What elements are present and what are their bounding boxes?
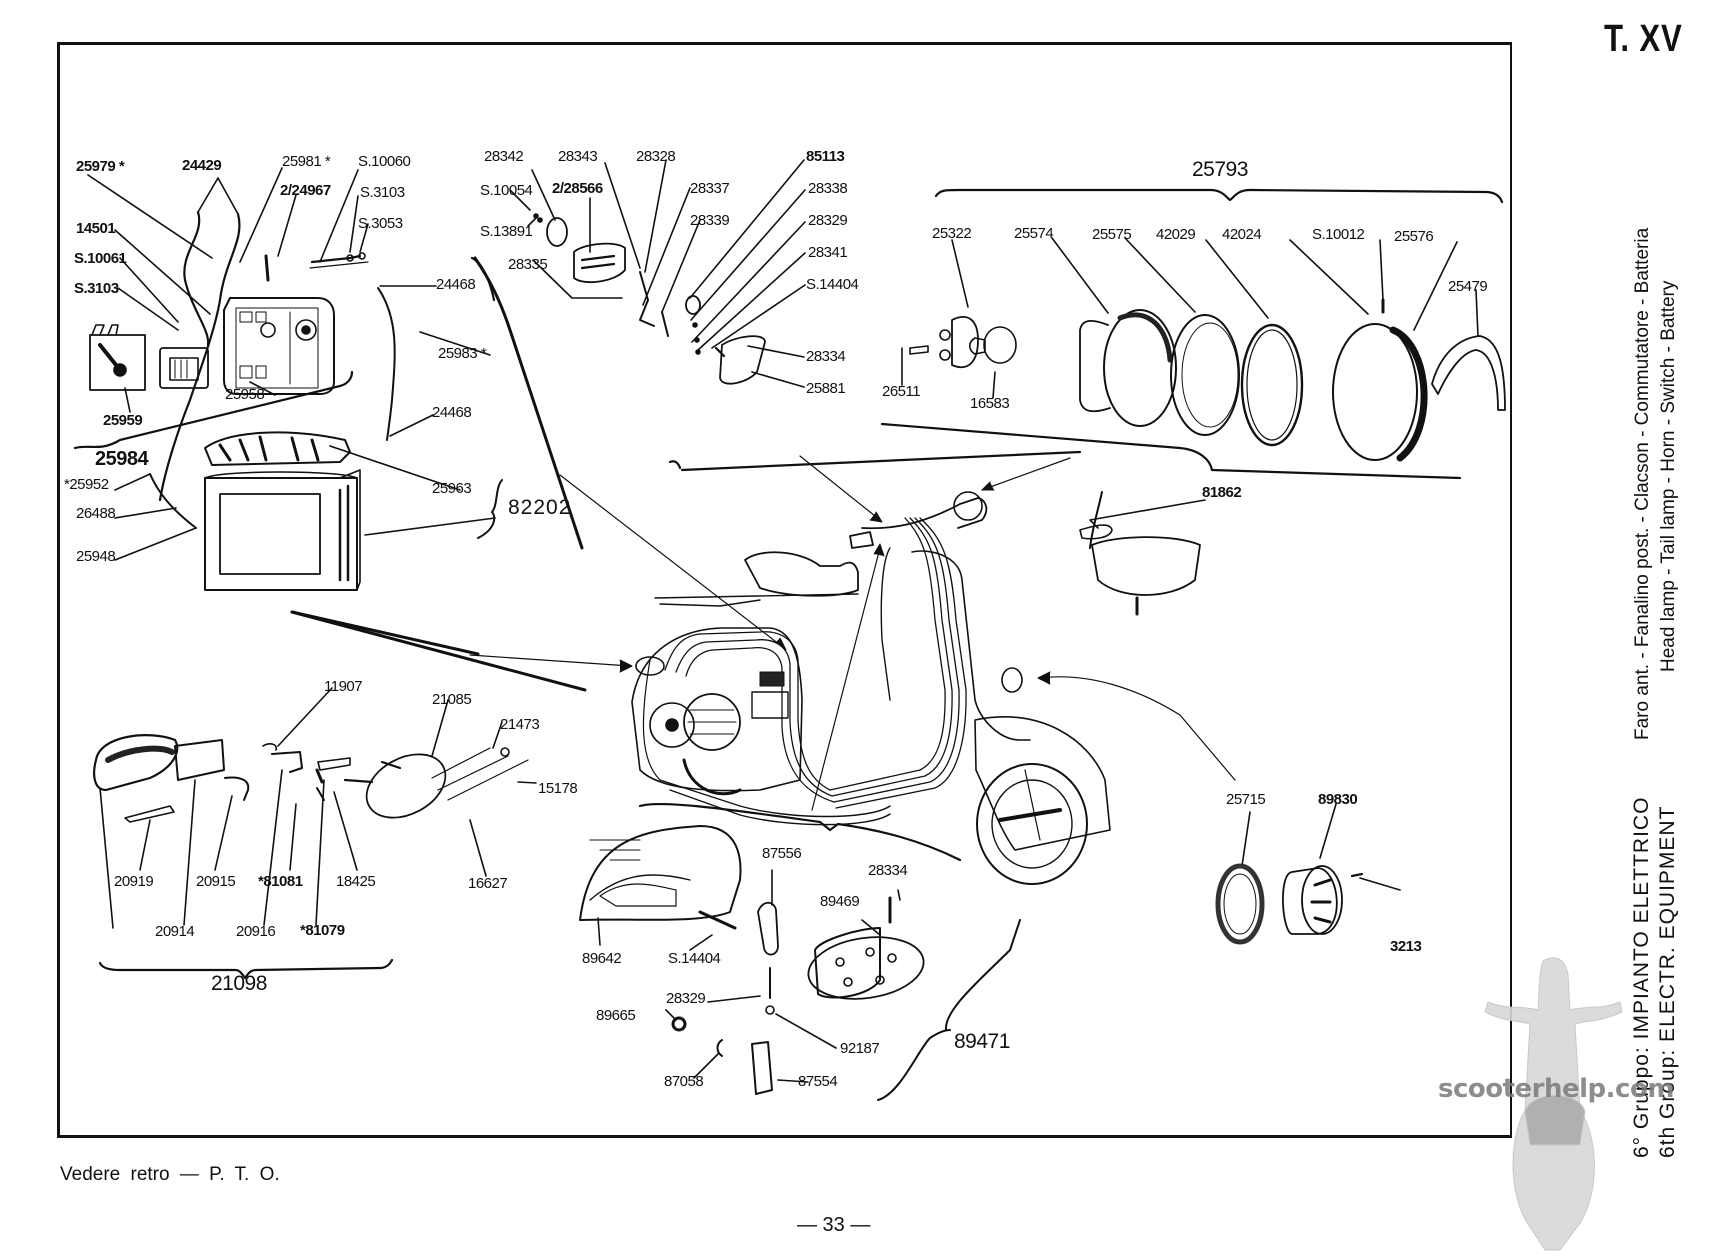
part-label: 25576: [1394, 228, 1434, 245]
part-label: 18425: [336, 873, 376, 890]
footer-note: Vedere retro — P. T. O.: [60, 1164, 280, 1185]
part-label: 85113: [806, 148, 845, 165]
part-label: 24429: [182, 157, 222, 174]
part-label: 28341: [808, 244, 848, 261]
part-label: S.14404: [668, 950, 721, 967]
part-label: 3213: [1390, 938, 1422, 955]
assembly-label-switch: 89471: [954, 1030, 1010, 1053]
part-label: 21085: [432, 691, 472, 708]
part-label: 28334: [868, 862, 908, 879]
part-label: 28335: [508, 256, 548, 273]
part-label: 28339: [690, 212, 730, 229]
part-label: 28334: [806, 348, 846, 365]
part-label: 87058: [664, 1073, 704, 1090]
part-label: 92187: [840, 1040, 880, 1057]
part-label: S.10012: [1312, 226, 1365, 243]
plate-id: T. XV: [1604, 18, 1683, 60]
part-label: 26488: [76, 505, 116, 522]
part-label: S.10061: [74, 250, 127, 267]
part-label: S.3103: [360, 184, 405, 201]
part-label: 28342: [484, 148, 524, 165]
part-label: 24468: [436, 276, 476, 293]
part-label: 25715: [1226, 791, 1266, 808]
battery-box-group-drawing: [73, 167, 584, 591]
part-label: 25958: [225, 386, 265, 403]
part-label: 25575: [1092, 226, 1132, 243]
headlamp-group-drawing: [668, 188, 1506, 480]
part-label: 25322: [932, 225, 972, 242]
part-label: 28328: [636, 148, 676, 165]
switch-bottom-group-drawing: [579, 802, 1021, 1101]
part-label: 25959: [103, 412, 143, 429]
scooter-drawing: [290, 455, 1236, 885]
switch-top-group-drawing: [470, 159, 806, 388]
part-label: 42024: [1222, 226, 1262, 243]
part-label: 25479: [1448, 278, 1488, 295]
part-label: 87556: [762, 845, 802, 862]
part-label: 89830: [1318, 791, 1358, 808]
part-label: 11907: [324, 678, 363, 695]
part-label: 87554: [798, 1073, 838, 1090]
part-label: 25881: [806, 380, 846, 397]
part-label: 20915: [196, 873, 236, 890]
part-label: 81862: [1202, 484, 1242, 501]
part-label: 20919: [114, 873, 154, 890]
part-label: S.3103: [74, 280, 119, 297]
part-label: 25963: [432, 480, 472, 497]
part-label: S.10060: [358, 153, 411, 170]
part-label: 2/24967: [280, 182, 331, 199]
part-label: 2/28566: [552, 180, 603, 197]
part-label: 21473: [500, 716, 540, 733]
part-label: 28329: [666, 990, 706, 1007]
part-label: *25952: [64, 476, 109, 493]
part-label: 28338: [808, 180, 848, 197]
part-label: 15178: [538, 780, 578, 797]
part-label: 89642: [582, 950, 622, 967]
part-label: 20916: [236, 923, 276, 940]
part-label: 28337: [690, 180, 730, 197]
part-label: 28343: [558, 148, 598, 165]
part-label: S.13891: [480, 223, 533, 240]
part-label: 28329: [808, 212, 848, 229]
assembly-label-battery-set: 82202: [508, 496, 572, 519]
page-number: — 33 —: [797, 1214, 871, 1236]
part-label: 16627: [468, 875, 508, 892]
part-label: 16583: [970, 395, 1010, 412]
assembly-label-tail-lamp: 21098: [211, 972, 267, 995]
part-label: 26511: [882, 383, 921, 400]
part-label: S.14404: [806, 276, 859, 293]
part-label: 14501: [76, 220, 116, 237]
part-label: 42029: [1156, 226, 1196, 243]
part-label: 20914: [155, 923, 195, 940]
part-label: 25979 *: [76, 158, 125, 175]
part-label: S.3053: [358, 215, 403, 232]
part-label: *81079: [300, 922, 345, 939]
part-label: *81081: [258, 873, 303, 890]
watermark: scooterhelp.com: [1438, 1074, 1674, 1104]
part-label: 25981 *: [282, 153, 331, 170]
part-label: 25574: [1014, 225, 1054, 242]
part-label: 25948: [76, 548, 116, 565]
part-label: 89665: [596, 1007, 636, 1024]
tail-lamp-group-drawing: [93, 610, 587, 980]
assembly-label-headlamp: 25793: [1192, 158, 1248, 181]
assembly-label-battery-box: 25984: [95, 448, 149, 470]
part-label: 25983 *: [438, 345, 487, 362]
horn-group-drawing: [1079, 491, 1401, 945]
part-label: 24468: [432, 404, 472, 421]
part-label: 89469: [820, 893, 860, 910]
part-label: S.10054: [480, 182, 533, 199]
diagram-frame: [57, 42, 1512, 1138]
